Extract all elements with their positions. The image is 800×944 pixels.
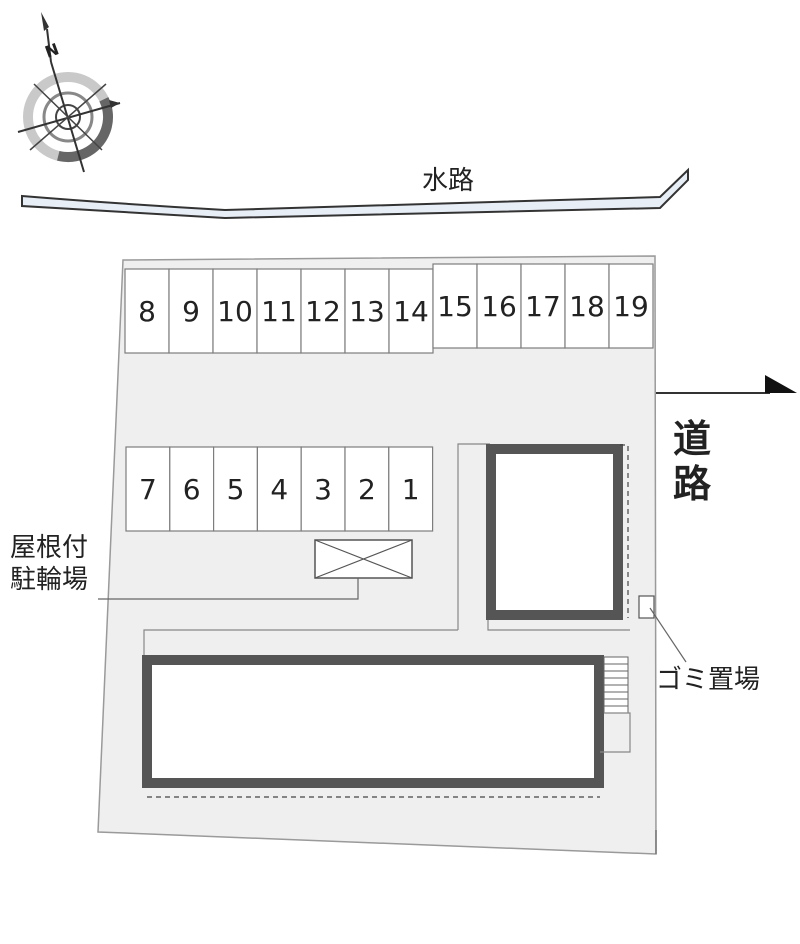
compass-rose-icon: N: [17, 12, 121, 173]
parking-top-slot-10: [212, 268, 258, 354]
parking-top-slot-label-11: 11: [261, 295, 297, 328]
parking-top-slot-9: [168, 268, 214, 354]
north-arrow-icon: [41, 12, 49, 31]
waterway-label: 水路: [422, 166, 474, 196]
garbage-leader-line: [649, 607, 687, 663]
parking-top-slot-13: [344, 268, 390, 354]
waterway: [21, 167, 689, 220]
parking-top-slot-label-13: 13: [349, 295, 385, 328]
parking-middle-slot-label-2: 2: [358, 473, 376, 506]
parking-middle-slot-1: [388, 446, 434, 532]
bike-parking: [314, 539, 413, 579]
parking-top-slot-15: [432, 263, 478, 349]
bike-parking-label-line2: 駐輪場: [10, 565, 88, 595]
parking-top-slot-label-18: 18: [569, 290, 605, 323]
north-label: N: [42, 39, 61, 61]
road-label-line2: 路: [673, 462, 712, 506]
parking-top-slot-label-10: 10: [217, 295, 253, 328]
parking-middle-slot-4: [256, 446, 302, 532]
parking-middle-slot-5: [213, 446, 259, 532]
parking-top-slot-label-17: 17: [525, 290, 561, 323]
parking-middle-slot-label-7: 7: [139, 473, 157, 506]
parking-top-slot-label-8: 8: [138, 295, 156, 328]
parking-top-slot-label-16: 16: [481, 290, 517, 323]
parking-top-slot-17: [520, 263, 566, 349]
parking-top-slot-12: [300, 268, 346, 354]
walkway-outline: [457, 443, 490, 630]
parking-top-slot-label-9: 9: [182, 295, 200, 328]
stairs-icon: [603, 656, 629, 714]
parking-middle-slot-label-1: 1: [402, 473, 420, 506]
parking-middle-slot-6: [169, 446, 215, 532]
parking-middle-slot-label-4: 4: [270, 473, 288, 506]
parking-top-slot-label-19: 19: [613, 290, 649, 323]
parking-top-slot-16: [476, 263, 522, 349]
road-arrow-icon: [656, 375, 797, 394]
parking-middle-slot-7: [125, 446, 171, 532]
parking-top-slot-label-12: 12: [305, 295, 341, 328]
parking-top-slot-18: [564, 263, 610, 349]
parking-middle-slot-2: [344, 446, 390, 532]
parking-top-slot-19: [608, 263, 654, 349]
road-label-line1: 道: [673, 417, 711, 461]
garbage-label: ゴミ置場: [656, 665, 760, 695]
parking-middle-slot-label-6: 6: [183, 473, 201, 506]
building-large: [142, 655, 604, 798]
building-small: [486, 444, 629, 620]
parking-middle-slot-label-3: 3: [314, 473, 332, 506]
parking-top-slot-label-14: 14: [393, 295, 429, 328]
bike-parking-label-line1: 屋根付: [10, 533, 88, 563]
parking-top-slot-label-15: 15: [437, 290, 473, 323]
parking-top-slot-14: [388, 268, 434, 354]
parking-top-slot-8: [124, 268, 170, 354]
parking-middle-slot-label-5: 5: [227, 473, 245, 506]
garbage-area: [638, 595, 655, 619]
bike-parking-leader-line: [98, 578, 359, 600]
